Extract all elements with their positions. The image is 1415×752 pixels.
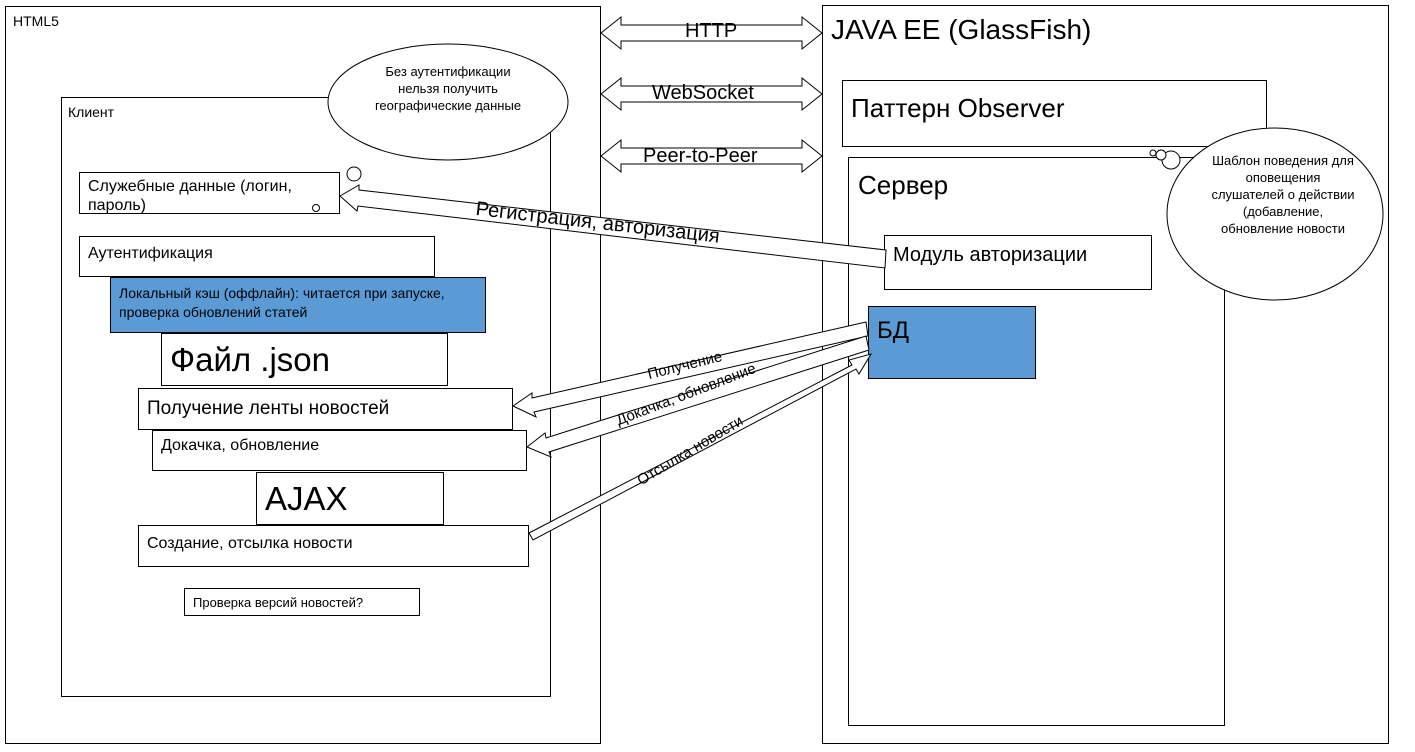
- protocol-http-label: HTTP: [685, 20, 738, 42]
- get-feed-box: Получение ленты новостей: [138, 388, 513, 430]
- auth-module-label: Модуль авторизации: [893, 244, 1088, 266]
- protocol-websocket-label: WebSocket: [652, 82, 754, 104]
- cloud-left-tail-small: [312, 204, 320, 212]
- websocket-arrow: [600, 76, 823, 112]
- service-data-label: Служебные данные (логин, пароль): [88, 178, 292, 214]
- create-send-label: Создание, отсылка новости: [147, 535, 353, 552]
- download-update-arrow: [526, 335, 870, 458]
- auth-module-box: Модуль авторизации: [884, 235, 1152, 290]
- download-update-label: Докачка, обновление: [161, 437, 320, 454]
- ajax-box: AJAX: [256, 472, 444, 525]
- create-send-box: Создание, отсылка новости: [138, 525, 529, 567]
- p2p-arrow: [600, 138, 823, 174]
- download-update-box: Докачка, обновление: [152, 430, 527, 471]
- observer-label: Паттерн Observer: [851, 93, 1065, 123]
- server-title: Сервер: [858, 170, 949, 200]
- client-title: Клиент: [68, 104, 115, 120]
- cloud-left-text: Без аутентификации нельзя получить геогр…: [374, 64, 522, 113]
- cloud-right-shape: [1166, 127, 1384, 301]
- auth-label: Аутентификация: [88, 245, 213, 262]
- db-label: БД: [877, 317, 910, 344]
- html5-title: HTML5: [13, 13, 59, 29]
- version-check-label: Проверка версий новостей?: [193, 595, 364, 610]
- cloud-right-tail-small: [1149, 149, 1157, 157]
- http-arrow: [600, 15, 823, 51]
- cloud-right-text: Шаблон поведения для оповещения слушател…: [1211, 153, 1355, 236]
- json-file-box: Файл .json: [161, 333, 448, 386]
- java-ee-title: JAVA EE (GlassFish): [831, 14, 1092, 45]
- ajax-label: AJAX: [265, 480, 348, 517]
- receive-arrow: [512, 321, 869, 419]
- protocol-p2p-label: Peer-to-Peer: [643, 145, 758, 167]
- get-feed-label: Получение ленты новостей: [147, 398, 390, 419]
- db-box: БД: [868, 306, 1036, 379]
- local-cache-label: Локальный кэш (оффлайн): читается при за…: [119, 285, 445, 320]
- registration-arrow: [339, 184, 887, 269]
- cloud-left-tail-large: [346, 166, 362, 182]
- json-file-label: Файл .json: [170, 341, 331, 378]
- auth-box: Аутентификация: [79, 236, 435, 277]
- service-data-box: Служебные данные (логин, пароль): [79, 172, 340, 214]
- cloud-left-shape: [327, 43, 569, 161]
- send-news-arrow: [528, 353, 873, 541]
- version-check-box: Проверка версий новостей?: [184, 588, 420, 616]
- cloud-right-tail-mid: [1155, 149, 1167, 161]
- local-cache-box: Локальный кэш (оффлайн): читается при за…: [110, 277, 486, 333]
- observer-box: Паттерн Observer: [842, 80, 1267, 147]
